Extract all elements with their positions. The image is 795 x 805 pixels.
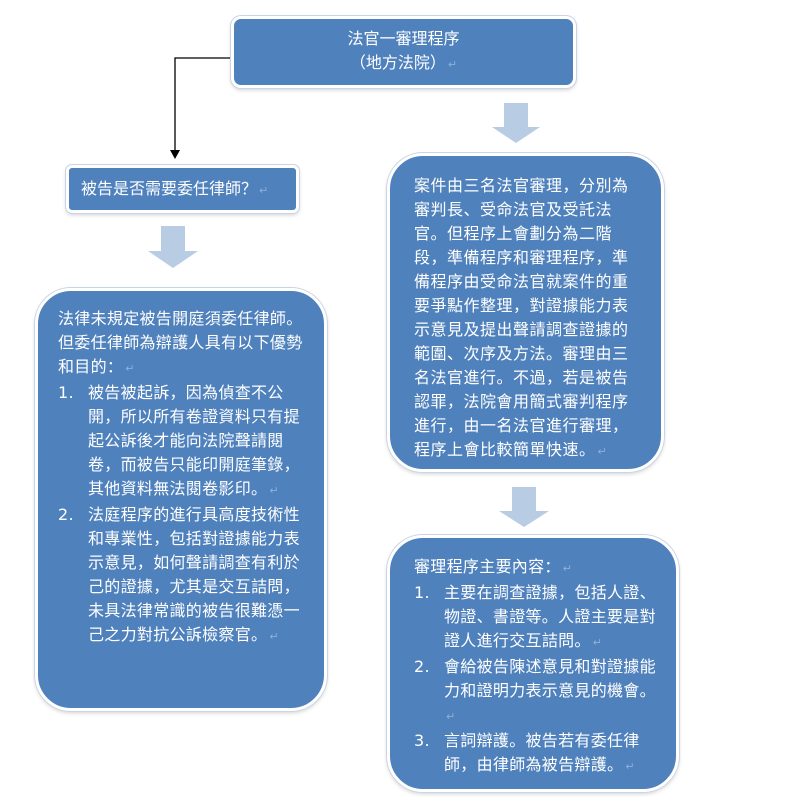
list-item-number: 1. [414, 583, 430, 602]
paragraph-mark: ↵ [125, 362, 135, 375]
lawyer-question-box: 被告是否需要委任律師？↵ [66, 165, 299, 213]
lawyer-advantages-box: 法律未規定被告開庭須委任律師。但委任律師為辯護人具有以下優勢和目的：↵ 1.被告… [35, 288, 327, 711]
list-item-text: 言詞辯護。被告若有委任律師，由律師為被告辯護。 [444, 731, 640, 774]
lawyer-advantages-intro-line: 法律未規定被告開庭須委任律師。但委任律師為辯護人具有以下優勢和目的：↵ [58, 307, 306, 381]
list-item: 2. 法庭程序的進行具高度技術性和專業性，包括對證據能力表示意見，如何聲請調查有利… [58, 503, 306, 649]
case-description-box: 案件由三名法官審理，分別為審判長、受命法官及受託法官。但程序上會劃分為二階段，準… [387, 153, 664, 472]
paragraph-mark: ↵ [597, 445, 608, 458]
list-item-number: 2. [414, 657, 430, 676]
paragraph-mark: ↵ [269, 630, 279, 643]
paragraph-mark: ↵ [447, 58, 458, 71]
list-item: 3. 言詞辯護。被告若有委任律師，由律師為被告辯護。↵ [414, 729, 658, 779]
list-item-text: 會給被告陳述意見和對證據能力和證明力表示意見的機會。 [444, 657, 656, 700]
paragraph-mark: ↵ [269, 484, 279, 497]
list-item: 1. 被告被起訴，因為偵查不公開，所以所有卷證資料只有提起公訴後才能向法院聲請閱卷… [58, 381, 306, 503]
connector-line [174, 57, 233, 152]
connector-arrowhead [170, 150, 180, 159]
lawyer-advantages-list: 1. 被告被起訴，因為偵查不公開，所以所有卷證資料只有提起公訴後才能向法院聲請閱卷… [58, 381, 306, 649]
trial-procedure-title: 法官一審理程序 [347, 29, 460, 48]
down-arrow-top [492, 103, 540, 143]
list-item-text: 被告被起訴，因為偵查不公開，所以所有卷證資料只有提起公訴後才能向法院聲請閱卷，而… [88, 383, 300, 498]
paragraph-mark: ↵ [446, 710, 456, 723]
lawyer-question-text: 被告是否需要委任律師？ [81, 179, 258, 198]
down-arrow-right [499, 487, 549, 527]
list-item-number: 3. [414, 731, 430, 750]
trial-procedure-subtitle: （地方法院） [349, 53, 446, 72]
trial-content-intro: 審理程序主要內容： [414, 557, 561, 576]
paragraph-mark: ↵ [259, 184, 269, 197]
list-item: 2. 會給被告陳述意見和對證據能力和證明力表示意見的機會。 ↵ [414, 655, 658, 729]
lawyer-advantages-intro: 法律未規定被告開庭須委任律師。但委任律師為辯護人具有以下優勢和目的： [58, 309, 303, 376]
list-item: 1. 主要在調查證據，包括人證、物證、書證等。人證主要是對證人進行交互詰問。↵ [414, 581, 658, 655]
trial-content-box: 審理程序主要內容：↵ 1.主要在調查證據，包括人證、物證、書證等。人證主要是對證… [387, 535, 679, 792]
paragraph-mark: ↵ [592, 636, 603, 649]
list-item-text: 主要在調查證據，包括人證、物證、書證等。人證主要是對證人進行交互詰問。 [444, 583, 656, 650]
list-item-number: 1. [58, 383, 74, 402]
list-item-text: 法庭程序的進行具高度技術性和專業性，包括對證據能力表示意見，如何聲請調查有利於己… [88, 505, 300, 644]
trial-procedure-subtitle-line: （地方法院）↵ [234, 51, 573, 77]
trial-content-intro-line: 審理程序主要內容：↵ [414, 555, 658, 581]
trial-procedure-box: 法官一審理程序 （地方法院）↵ [231, 16, 576, 88]
paragraph-mark: ↵ [562, 562, 573, 575]
case-description-text: 案件由三名法官審理，分別為審判長、受命法官及受託法官。但程序上會劃分為二階段，準… [414, 176, 629, 459]
list-item-number: 2. [58, 505, 74, 524]
trial-content-list: 1.主要在調查證據，包括人證、物證、書證等。人證主要是對證人進行交互詰問。↵ 2… [414, 581, 658, 779]
down-arrow-left [148, 226, 198, 268]
paragraph-mark: ↵ [625, 760, 635, 773]
